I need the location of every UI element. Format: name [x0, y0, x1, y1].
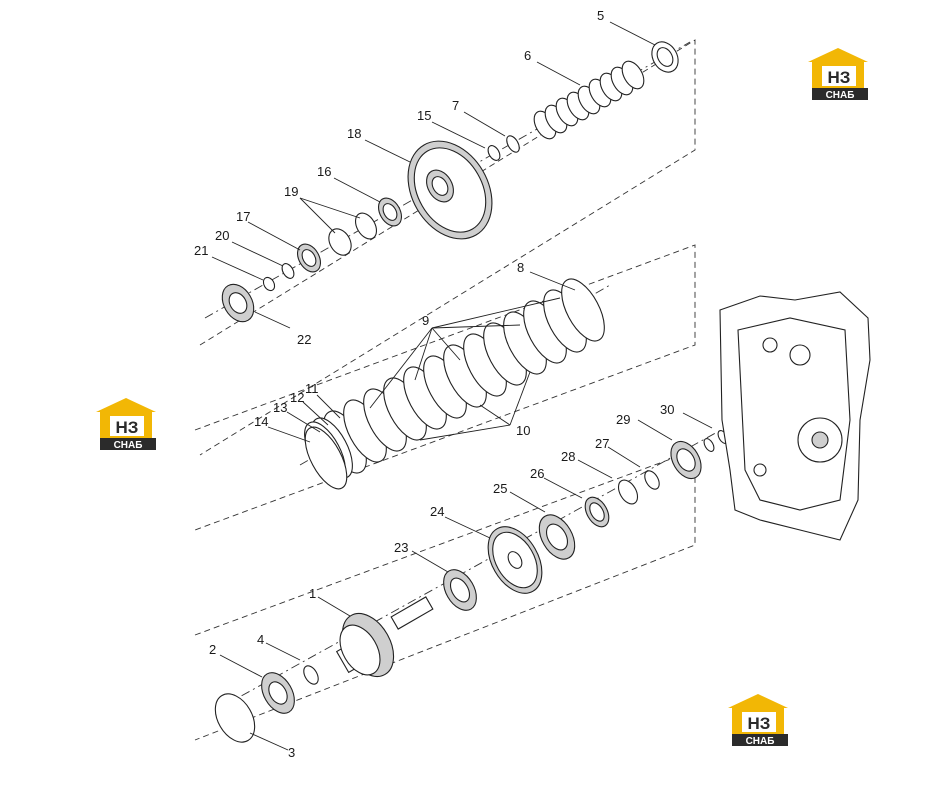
part-23-bearing	[443, 569, 477, 611]
callout-14: 14	[254, 414, 268, 429]
callout-28: 28	[561, 449, 575, 464]
svg-text:СНАБ: СНАБ	[114, 440, 143, 451]
callout-16: 16	[317, 164, 331, 179]
logo-watermark-top-right: НЗ СНАБ	[808, 48, 868, 101]
part-27-ring	[644, 470, 660, 490]
part-24-gear	[487, 526, 543, 594]
callout-19: 19	[284, 184, 298, 199]
part-5-seal-ring	[651, 41, 679, 73]
callout-11: 11	[305, 381, 319, 396]
part-26-bearing	[584, 496, 610, 528]
part-6-spring-stack	[533, 60, 645, 140]
callout-25: 25	[493, 481, 507, 496]
part-29-bearing	[670, 440, 702, 480]
part-4-snap-ring	[303, 665, 319, 685]
callout-30: 30	[660, 402, 674, 417]
callout-1: 1	[309, 586, 316, 601]
callout-21: 21	[194, 243, 208, 258]
callout-12: 12	[290, 390, 304, 405]
part-19-ring-b	[328, 228, 352, 256]
callout-8: 8	[517, 260, 524, 275]
callout-6: 6	[524, 48, 531, 63]
callout-13: 13	[273, 400, 287, 415]
callout-4: 4	[257, 632, 264, 647]
part-17-bearing	[296, 243, 322, 273]
callout-9: 9	[422, 313, 429, 328]
part-21-ring	[262, 276, 276, 292]
callout-27: 27	[595, 436, 609, 451]
part-30-ring-a	[703, 438, 715, 452]
leader-lines	[211, 21, 713, 751]
logo-watermark-bottom-right: НЗ СНАБ	[728, 694, 788, 747]
part-28-snap-ring	[617, 479, 639, 505]
callout-18: 18	[347, 126, 361, 141]
logo-watermark-left: НЗ СНАБ	[96, 398, 156, 451]
callout-10: 10	[516, 423, 530, 438]
part-22-bearing	[221, 283, 255, 323]
callout-23: 23	[394, 540, 408, 555]
group-frame-middle	[194, 244, 696, 531]
svg-text:НЗ: НЗ	[116, 418, 139, 437]
part-25-gear	[538, 514, 576, 560]
callout-17: 17	[236, 209, 250, 224]
svg-text:НЗ: НЗ	[828, 68, 851, 87]
part-2-bearing	[261, 672, 295, 714]
part-20-ring	[281, 263, 295, 279]
part-3-o-ring	[214, 693, 256, 743]
callout-15: 15	[417, 108, 431, 123]
callout-3: 3	[288, 745, 295, 760]
part-8-end-plate	[561, 278, 605, 342]
svg-text:СНАБ: СНАБ	[826, 90, 855, 101]
group-frame-bottom	[194, 449, 696, 741]
part-clutch-discs-9-10	[323, 289, 587, 474]
part-19-ring-a	[354, 212, 378, 240]
callout-7: 7	[452, 98, 459, 113]
callout-24: 24	[430, 504, 444, 519]
part-15-snap-ring	[487, 145, 501, 161]
part-16-bearing	[377, 197, 403, 227]
svg-text:СНАБ: СНАБ	[746, 736, 775, 747]
callout-26: 26	[530, 466, 544, 481]
callout-20: 20	[215, 228, 229, 243]
callout-29: 29	[616, 412, 630, 427]
part-7-snap-ring	[506, 135, 520, 153]
part-14-snap-ring	[304, 426, 348, 490]
callout-22: 22	[297, 332, 311, 347]
transmission-housing	[719, 291, 871, 541]
callout-2: 2	[209, 642, 216, 657]
part-1-clutch-drum-shaft	[335, 596, 434, 677]
svg-text:НЗ: НЗ	[748, 714, 771, 733]
part-18-gear	[407, 140, 493, 240]
callout-5: 5	[597, 8, 604, 23]
axis-bottom	[224, 424, 731, 706]
